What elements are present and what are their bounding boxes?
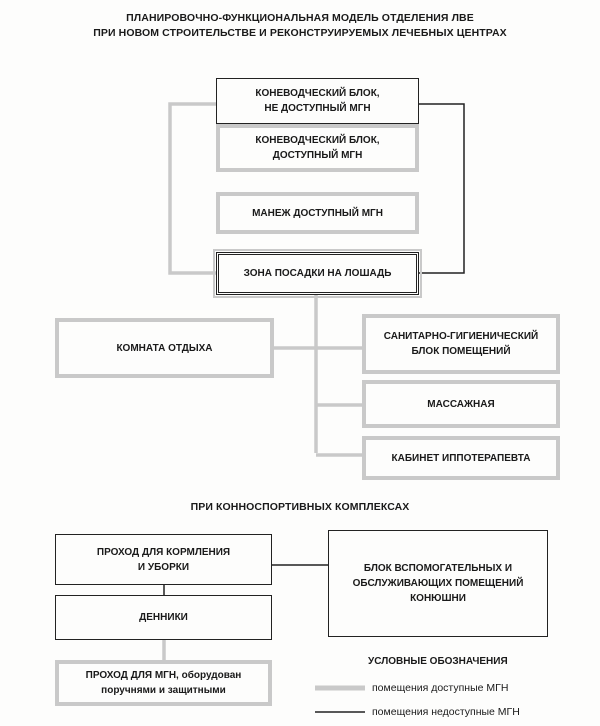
mounting-zone-box: ЗОНА ПОСАДКИ НА ЛОШАДЬ bbox=[213, 249, 422, 298]
accessible-horse-block: КОНЕВОДЧЕСКИЙ БЛОК, ДОСТУПНЫЙ МГН bbox=[216, 124, 419, 172]
legend-title: УСЛОВНЫЕ ОБОЗНАЧЕНИЯ bbox=[368, 656, 508, 667]
auxiliary-block-box: БЛОК ВСПОМОГАТЕЛЬНЫХ И ОБСЛУЖИВАЮЩИХ ПОМ… bbox=[328, 530, 548, 637]
connector-right-loop bbox=[419, 103, 465, 274]
feeding-passage-box: ПРОХОД ДЛЯ КОРМЛЕНИЯ И УБОРКИ bbox=[55, 534, 272, 585]
connector-left-loop bbox=[168, 102, 216, 275]
stalls-box: ДЕННИКИ bbox=[55, 595, 272, 640]
diagram-title-line2: ПРИ НОВОМ СТРОИТЕЛЬСТВЕ И РЕКОНСТРУИРУЕМ… bbox=[93, 27, 507, 39]
mgn-passage-box: ПРОХОД ДЛЯ МГН, оборудован поручнями и з… bbox=[55, 660, 272, 706]
legend-accessible-label: помещения доступные МГН bbox=[372, 682, 509, 694]
sanitary-block-box: САНИТАРНО-ГИГИЕНИЧЕСКИЙ БЛОК ПОМЕЩЕНИЙ bbox=[362, 314, 560, 374]
inaccessible-horse-block: КОНЕВОДЧЕСКИЙ БЛОК, НЕ ДОСТУПНЫЙ МГН bbox=[216, 78, 419, 124]
legend-inaccessible-label: помещения недоступные МГН bbox=[372, 706, 520, 718]
diagram-title-line1: ПЛАНИРОВОЧНО-ФУНКЦИОНАЛЬНАЯ МОДЕЛЬ ОТДЕЛ… bbox=[126, 12, 474, 24]
arena-box: МАНЕЖ ДОСТУПНЫЙ МГН bbox=[216, 192, 419, 234]
massage-box: МАССАЖНАЯ bbox=[362, 380, 560, 428]
rest-room-box: КОМНАТА ОТДЫХА bbox=[55, 318, 274, 378]
hippotherapist-box: КАБИНЕТ ИППОТЕРАПЕВТА bbox=[362, 436, 560, 480]
section2-title: ПРИ КОННОСПОРТИВНЫХ КОМПЛЕКСАХ bbox=[190, 501, 410, 513]
